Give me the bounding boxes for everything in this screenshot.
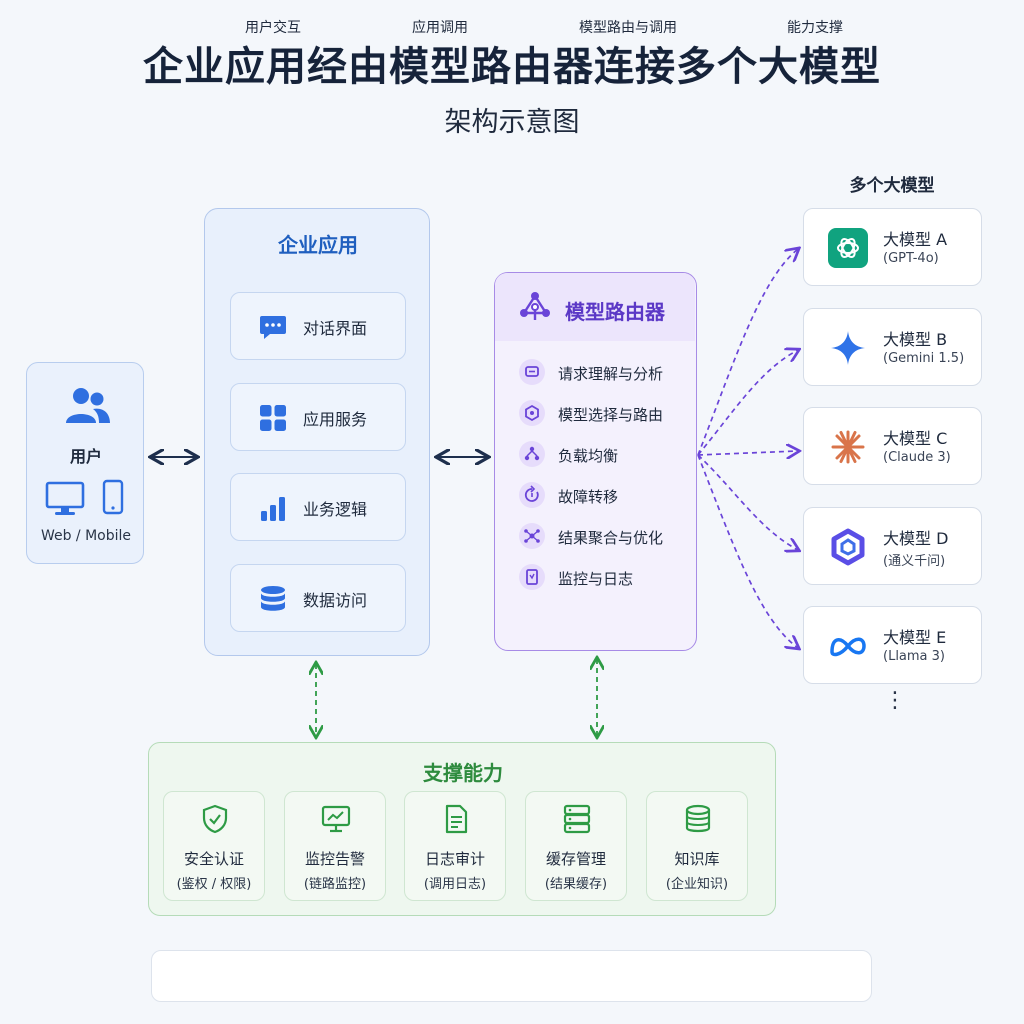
router-function-label: 监控与日志: [558, 570, 634, 588]
openai-icon: [828, 228, 868, 268]
support-item-security[interactable]: 安全认证 (鉴权 / 权限): [163, 791, 265, 901]
failover-icon: [519, 482, 545, 508]
router-function-select: 模型选择与路由: [519, 400, 689, 426]
phone-icon: [102, 479, 124, 515]
app-item-service[interactable]: 应用服务: [230, 383, 406, 451]
model-detail: (Gemini 1.5): [883, 351, 965, 366]
app-item-label: 对话界面: [303, 319, 368, 338]
router-function-label: 故障转移: [558, 488, 619, 506]
model-card-d[interactable]: 大模型 D (通义千问): [803, 507, 982, 585]
claude-burst-icon: [831, 430, 865, 464]
router-function-monitor: 监控与日志: [519, 564, 689, 590]
model-card-b[interactable]: 大模型 B (Gemini 1.5): [803, 308, 982, 386]
support-item-name: 安全认证: [183, 850, 244, 868]
app-item-label: 应用服务: [303, 410, 368, 429]
support-item-name: 监控告警: [304, 850, 365, 868]
model-name: 大模型 B: [883, 330, 948, 349]
router-function-label: 负载均衡: [558, 447, 619, 465]
support-item-name: 知识库: [674, 850, 720, 868]
model-name: 大模型 D: [883, 529, 949, 548]
database-icon: [261, 586, 285, 611]
balance-icon: [519, 441, 545, 467]
support-item-monitoring[interactable]: 监控告警 (链路监控): [284, 791, 386, 901]
hexagon-icon: [519, 400, 545, 426]
legend: [151, 950, 872, 1002]
support-item-audit[interactable]: 日志审计 (调用日志): [404, 791, 506, 901]
router-function-label: 模型选择与路由: [558, 406, 664, 424]
enterprise-app-box: 企业应用 对话界面 应用服务 业务逻辑 数据访问: [204, 208, 430, 656]
shield-icon: [202, 804, 228, 834]
monitor-chart-icon: [321, 805, 351, 833]
models-heading: 多个大模型: [849, 176, 935, 196]
app-item-chat[interactable]: 对话界面: [230, 292, 406, 360]
user-label: 用户: [69, 447, 102, 466]
legend-label-app-call: 应用调用: [412, 20, 468, 36]
monitor-icon: [45, 481, 85, 515]
support-item-name: 缓存管理: [545, 850, 606, 868]
support-item-knowledge[interactable]: 知识库 (企业知识): [646, 791, 748, 901]
platform-label: Web / Mobile: [40, 528, 132, 544]
support-title: 支撑能力: [423, 761, 503, 785]
model-card-a[interactable]: 大模型 A (GPT-4o): [803, 208, 982, 286]
database-icon: [685, 804, 711, 833]
app-item-data[interactable]: 数据访问: [230, 564, 406, 632]
log-icon: [519, 564, 545, 590]
server-icon: [563, 804, 591, 834]
model-detail: (通义千问): [883, 554, 946, 569]
page-subtitle: 架构示意图: [444, 107, 580, 138]
legend-label-model-routing: 模型路由与调用: [579, 20, 677, 36]
qwen-icon: [831, 528, 865, 566]
enterprise-app-title: 企业应用: [278, 233, 358, 257]
app-item-label: 数据访问: [303, 591, 368, 610]
model-name: 大模型 C: [883, 429, 948, 448]
app-item-logic[interactable]: 业务逻辑: [230, 473, 406, 541]
support-item-detail: (调用日志): [423, 877, 487, 892]
support-item-detail: (鉴权 / 权限): [176, 877, 252, 892]
model-router-box: 模型路由器 请求理解与分析 模型选择与路由 负载均衡 故障转移 结果聚合与优化: [494, 272, 697, 651]
users-icon: [66, 388, 110, 423]
support-item-detail: (链路监控): [303, 877, 367, 892]
support-box: 支撑能力 安全认证 (鉴权 / 权限) 监控告警 (链路监控) 日志审计 (调用…: [148, 742, 776, 916]
user-box: 用户 Web / Mobile: [26, 362, 144, 564]
router-function-request: 请求理解与分析: [519, 359, 689, 385]
router-function-balance: 负载均衡: [519, 441, 689, 467]
message-icon: [519, 359, 545, 385]
support-item-cache[interactable]: 缓存管理 (结果缓存): [525, 791, 627, 901]
model-name: 大模型 E: [883, 628, 947, 647]
router-header: 模型路由器: [495, 273, 695, 341]
legend-label-capability: 能力支撑: [787, 20, 843, 36]
model-card-c[interactable]: 大模型 C (Claude 3): [803, 407, 982, 485]
grid-icon: [260, 405, 286, 431]
aggregate-icon: [519, 523, 545, 549]
router-function-label: 结果聚合与优化: [558, 529, 664, 547]
meta-infinity-icon: [830, 637, 866, 657]
model-detail: (Llama 3): [883, 649, 945, 664]
page-title: 企业应用经由模型路由器连接多个大模型: [143, 44, 881, 90]
model-card-e[interactable]: 大模型 E (Llama 3): [803, 606, 982, 684]
more-models-indicator: ⋮: [884, 688, 906, 713]
gemini-star-icon: [831, 331, 865, 365]
model-detail: (Claude 3): [883, 450, 951, 465]
router-function-aggregate: 结果聚合与优化: [519, 523, 689, 549]
support-item-detail: (结果缓存): [544, 877, 608, 892]
support-item-detail: (企业知识): [665, 877, 729, 892]
router-title: 模型路由器: [565, 300, 665, 324]
router-function-failover: 故障转移: [519, 482, 689, 508]
legend-label-user-interaction: 用户交互: [245, 20, 301, 36]
support-item-name: 日志审计: [424, 850, 485, 868]
document-icon: [445, 804, 468, 834]
router-function-label: 请求理解与分析: [558, 365, 664, 383]
model-detail: (GPT-4o): [883, 251, 939, 266]
bar-chart-icon: [261, 497, 285, 521]
router-node-icon: [520, 292, 550, 320]
router-model-arrows: [697, 249, 798, 648]
chat-icon: [260, 316, 286, 339]
model-name: 大模型 A: [883, 230, 948, 249]
app-item-label: 业务逻辑: [303, 500, 368, 519]
